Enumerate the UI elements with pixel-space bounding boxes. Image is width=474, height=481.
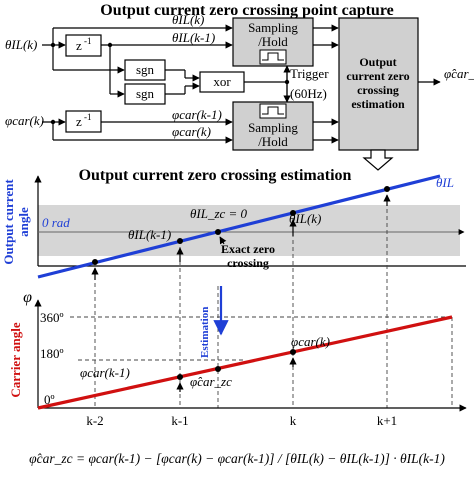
theta-il-line	[37, 174, 441, 279]
y1-axis-label: Output current angle	[1, 179, 31, 265]
svg-text:z: z	[76, 114, 82, 129]
tick-0: 0º	[44, 392, 55, 407]
phi-sample-points	[177, 349, 296, 380]
theta-k-label: θIL(k)	[289, 211, 321, 226]
phi-axis-label: φ	[23, 289, 32, 306]
sgn-block-1: sgn	[124, 59, 166, 81]
phi-k1-label: φcar(k-1)	[80, 365, 130, 380]
svg-text:/Hold: /Hold	[258, 34, 288, 49]
level-gridlines	[70, 316, 453, 408]
output-phi-zc: φ̂car_zc	[444, 66, 474, 81]
sig-theta-k: θIL(k)	[172, 12, 204, 27]
delay-block-phi: z -1	[65, 110, 102, 133]
exact-zero-label-1: Exact zero	[221, 242, 275, 256]
estimation-formula: φ̂car_zc = φcar(k-1) − [φcar(k) − φcar(k…	[29, 451, 445, 466]
top-title: Output current zero crossing point captu…	[100, 2, 393, 19]
svg-text:-1: -1	[84, 112, 92, 122]
sampling-hold-block-1: Sampling /Hold	[232, 17, 314, 67]
svg-text:Sampling: Sampling	[248, 20, 298, 35]
y2-axis-label: Carrier angle	[8, 322, 23, 397]
theta-il-line-label: θIL	[436, 175, 454, 190]
svg-text:Output: Output	[359, 55, 396, 69]
svg-text:Output current: Output current	[1, 179, 16, 265]
phi-k-label: φcar(k)	[291, 334, 330, 349]
sgn-block-2: sgn	[124, 83, 166, 105]
theta-marker-arrows	[91, 194, 391, 280]
svg-text:crossing: crossing	[357, 83, 399, 97]
tick-180: 180º	[40, 346, 64, 361]
theta-sample-points	[92, 186, 390, 265]
svg-text:sgn: sgn	[136, 86, 155, 101]
input-phi-label: φcar(k)	[5, 113, 44, 128]
xor-block: xor	[199, 71, 245, 93]
sig-phi-k1: φcar(k-1)	[172, 107, 222, 122]
svg-text:xor: xor	[213, 74, 231, 89]
delay-block-theta: z -1	[65, 34, 102, 57]
svg-text:current zero: current zero	[346, 69, 409, 83]
svg-text:sgn: sgn	[136, 62, 155, 77]
input-theta-label: θIL(k)	[5, 37, 37, 52]
svg-text:-1: -1	[84, 36, 92, 46]
theta-k1-label: θIL(k-1)	[128, 227, 171, 242]
svg-text:Sampling: Sampling	[248, 120, 298, 135]
tick-360: 360º	[40, 310, 64, 325]
estimation-block: Output current zero crossing estimation	[338, 17, 419, 151]
theta-zc-label: θIL_zc = 0	[190, 206, 248, 221]
trigger-label: Trigger	[290, 66, 329, 81]
svg-text:estimation: estimation	[351, 97, 405, 111]
sig-phi-k: φcar(k)	[172, 124, 211, 139]
trigger-freq-label: (60Hz)	[290, 86, 327, 101]
bottom-title: Output current zero crossing estimation	[79, 167, 352, 184]
flow-arrow	[362, 149, 394, 171]
x-tick-k: k	[290, 413, 297, 428]
phi-zc-label: φ̂car_zc	[190, 374, 232, 389]
estimation-label: Estimation	[199, 307, 211, 358]
svg-text:angle: angle	[16, 207, 31, 237]
sig-theta-k1: θIL(k-1)	[172, 30, 215, 45]
svg-text:z: z	[76, 38, 82, 53]
zero-rad-label: 0 rad	[42, 215, 70, 230]
exact-zero-label-2: crossing	[227, 256, 269, 270]
x-tick-k-2: k-2	[86, 413, 103, 428]
x-tick-k+1: k+1	[377, 413, 397, 428]
phi-marker-arrows	[176, 357, 297, 392]
svg-text:/Hold: /Hold	[258, 134, 288, 149]
x-tick-k-1: k-1	[171, 413, 188, 428]
zero-band	[38, 205, 460, 256]
sampling-hold-block-2: Sampling /Hold	[232, 101, 314, 151]
phi-car-line	[37, 315, 453, 410]
